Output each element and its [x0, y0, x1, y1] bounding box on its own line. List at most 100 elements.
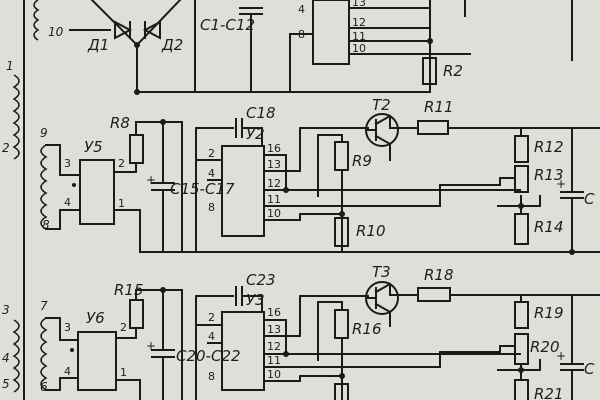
polarity-dot	[72, 183, 76, 187]
wire	[263, 375, 343, 382]
wire	[348, 27, 471, 55]
pin-label: 8	[42, 218, 50, 232]
pin-label: 10	[267, 207, 281, 220]
transistor-t3	[365, 281, 399, 315]
wire	[115, 329, 137, 339]
pin-label: 16	[267, 142, 281, 155]
wire	[263, 213, 343, 221]
capacitor-out-label: С	[584, 360, 595, 378]
wire	[389, 115, 419, 129]
diode-d1-label: Д1	[87, 36, 109, 54]
wire	[263, 295, 369, 337]
pin-label: 3	[64, 157, 71, 170]
channel-3: 3 4 5 7 6 У6 3 4 2 1 R15 + С20-С22 С23	[2, 263, 600, 400]
capacitor-label: С1-С12	[200, 16, 255, 34]
resistor-label: R2	[443, 62, 463, 80]
resistor-r14	[514, 213, 529, 245]
wire	[263, 319, 287, 355]
resistor-r18-label: R18	[424, 266, 454, 284]
junction	[134, 89, 140, 95]
transistor-t2-label: Т2	[372, 96, 391, 114]
wire	[115, 379, 141, 400]
resistor-r12	[514, 135, 529, 163]
pin-label: 3	[64, 321, 71, 334]
transistor-t2	[365, 113, 399, 147]
pin-label: 16	[267, 306, 281, 319]
wire	[263, 127, 369, 172]
wire	[113, 209, 141, 253]
pin-label: 2	[118, 157, 125, 170]
wire	[45, 144, 81, 176]
channel-2: 9 8 У5 3 4 2 1 R8 + С15-С17 С18 У2	[40, 96, 600, 255]
wire	[45, 317, 79, 341]
resistor-r12-label: R12	[534, 138, 564, 156]
pin-label: 4	[64, 196, 71, 209]
pin-label: 2	[208, 311, 215, 324]
opamp-u3	[221, 311, 265, 391]
resistor-r20-label: R20	[530, 338, 560, 356]
resistor-r16-label: R16	[352, 320, 382, 338]
transformer-coil	[12, 319, 20, 393]
regulator-u6	[77, 331, 117, 391]
junction	[283, 187, 289, 193]
diode-d1	[114, 20, 133, 40]
wire	[497, 359, 541, 371]
plus-sign: +	[146, 173, 156, 187]
pin-label: 7	[40, 299, 48, 313]
pin-label: 2	[2, 141, 10, 155]
resistor-r11-label: R11	[424, 98, 454, 116]
pin-label: 2	[208, 147, 215, 160]
plus-sign: +	[556, 177, 566, 191]
junction	[427, 38, 433, 44]
pin-label: 2	[120, 321, 127, 334]
junction	[339, 211, 345, 217]
wire	[389, 283, 419, 296]
pin-label: 4	[2, 351, 10, 365]
wire	[113, 164, 137, 173]
pin-label: 4	[208, 167, 215, 180]
junction	[569, 249, 575, 255]
junction	[134, 42, 140, 48]
transformer-coil	[40, 317, 48, 391]
resistor-r19	[514, 301, 529, 329]
pin-label: 12	[267, 177, 281, 190]
resistor-r21-label: R21	[534, 385, 564, 400]
transformer-coil	[40, 144, 48, 230]
resistor-r18	[417, 287, 451, 302]
wire	[317, 134, 343, 143]
pin-label: 11	[267, 354, 281, 367]
resistor-r19-label: R19	[534, 304, 564, 322]
pin-label: 3	[2, 303, 10, 317]
polarity-dot	[70, 348, 74, 352]
resistor-r13	[514, 165, 529, 193]
pin-label: 12	[352, 16, 366, 29]
resistor-r17	[334, 383, 349, 400]
wire	[499, 177, 514, 186]
wire	[241, 295, 263, 313]
plus-sign: +	[556, 349, 566, 363]
wire	[241, 127, 263, 147]
junction	[518, 203, 524, 209]
diode-d2	[142, 20, 161, 40]
ic-top	[312, 0, 350, 65]
resistor-r14-label: R14	[534, 218, 564, 236]
resistor-r20	[514, 333, 529, 365]
pin-label: 10	[48, 25, 64, 39]
pin-label: 10	[352, 42, 366, 55]
pin-label: 4	[208, 330, 215, 343]
pin-label: 13	[267, 323, 281, 336]
resistor-r13-label: R13	[534, 166, 564, 184]
pin-label: 13	[267, 158, 281, 171]
wire	[499, 345, 514, 353]
resistor-r8-label: R8	[110, 114, 130, 132]
resistor-r16	[334, 309, 349, 339]
transistor-t3-symbol	[367, 282, 392, 327]
top-fragment: 10 Д1 Д2 С1-С12 4 8 13 12 11 10 R2	[33, 0, 573, 95]
resistor-r2	[422, 57, 437, 85]
pin-label: 11	[352, 30, 366, 43]
wire	[45, 209, 81, 230]
capacitor-c18-label: С18	[246, 104, 276, 122]
pin-label: 1	[6, 59, 14, 73]
